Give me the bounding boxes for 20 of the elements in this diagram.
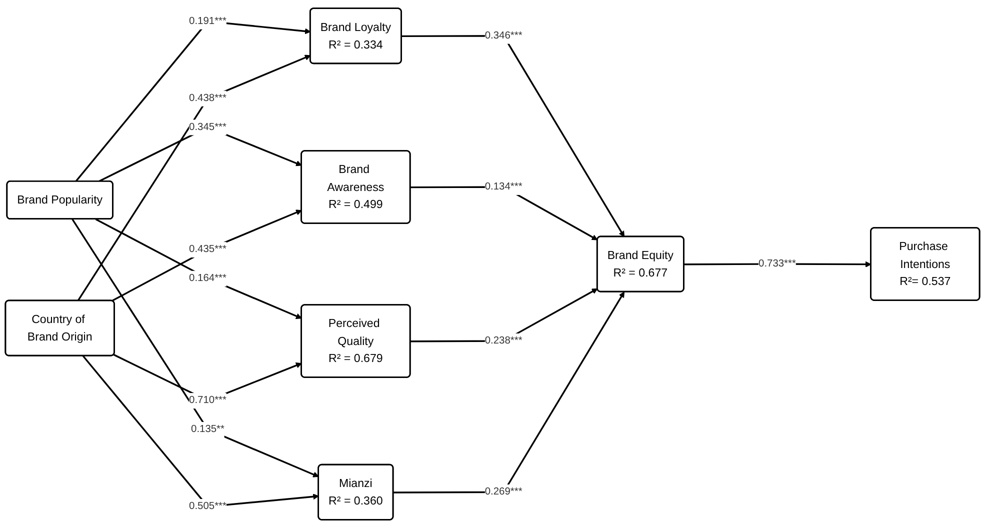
edge-label: 0.345***	[189, 121, 226, 133]
edge-label: 0.238***	[484, 334, 522, 346]
edge-label: 0.164***	[189, 272, 226, 284]
arrow	[82, 355, 319, 508]
edge-label: 0.505***	[189, 500, 226, 512]
arrow	[72, 218, 319, 478]
edge-label: 0.733***	[758, 258, 796, 270]
edge-label: 0.346***	[484, 30, 522, 42]
edge-label: 0.135**	[191, 423, 224, 435]
arrow	[393, 292, 625, 494]
arrow	[95, 218, 302, 319]
edge-label: 0.134***	[484, 180, 522, 192]
arrow	[402, 35, 625, 238]
arrow	[112, 210, 302, 302]
edge-label: 0.191***	[189, 15, 226, 27]
edge-label: 0.710***	[189, 394, 226, 406]
arrow	[77, 54, 311, 302]
edge-label: 0.269***	[484, 486, 522, 498]
edge-label: 0.435***	[189, 243, 226, 255]
edge-label: 0.438***	[189, 92, 226, 104]
